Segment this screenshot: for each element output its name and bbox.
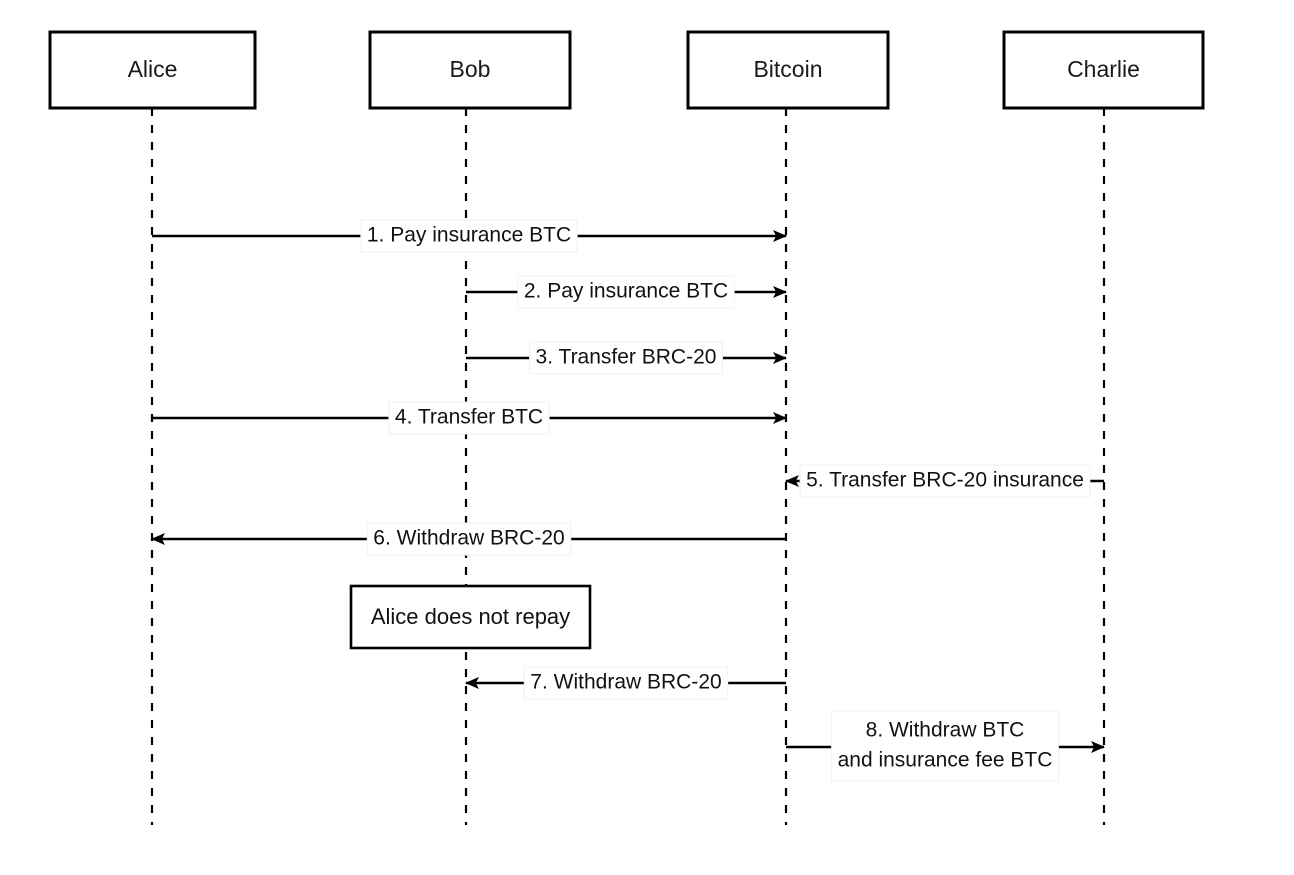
messages-layer: 1. Pay insurance BTC 2. Pay insurance BTC… [151, 219, 1105, 782]
participant-alice[interactable]: Alice [48, 30, 257, 110]
message-label-bg-3 [529, 341, 723, 375]
message-label-8-line1: 8. Withdraw BTC [866, 719, 1025, 742]
participant-label-alice: Alice [128, 56, 178, 82]
message-label-bg-1 [360, 219, 578, 253]
message-label-2: 2. Pay insurance BTC [524, 280, 728, 303]
message-8[interactable]: 8. Withdraw BTC and insurance fee BTC [786, 710, 1105, 782]
message-4[interactable]: 4. Transfer BTC [152, 401, 787, 435]
message-label-bg-4 [388, 401, 550, 435]
message-label-bg-2 [517, 275, 735, 309]
message-label-6: 6. Withdraw BRC-20 [373, 527, 564, 550]
participant-label-charlie: Charlie [1067, 56, 1140, 82]
participant-charlie[interactable]: Charlie [1002, 30, 1205, 110]
message-3[interactable]: 3. Transfer BRC-20 [466, 341, 787, 375]
note-0[interactable]: Alice does not repay [349, 584, 592, 650]
participant-box-bob [368, 30, 572, 110]
message-5[interactable]: 5. Transfer BRC-20 insurance [785, 464, 1104, 498]
participant-bob[interactable]: Bob [368, 30, 572, 110]
message-label-3: 3. Transfer BRC-20 [536, 346, 717, 369]
participant-bitcoin[interactable]: Bitcoin [686, 30, 890, 110]
message-label-7: 7. Withdraw BRC-20 [530, 671, 721, 694]
message-label-bg-6 [366, 522, 572, 556]
message-2[interactable]: 2. Pay insurance BTC [466, 275, 787, 309]
message-label-bg-5 [799, 464, 1091, 498]
message-label-bg-7 [523, 666, 729, 700]
message-6[interactable]: 6. Withdraw BRC-20 [151, 522, 786, 556]
message-1[interactable]: 1. Pay insurance BTC [152, 219, 787, 253]
note-label: Alice does not repay [371, 604, 570, 629]
message-label-4: 4. Transfer BTC [395, 406, 543, 429]
participant-box-alice [48, 30, 257, 110]
participant-box-bitcoin [686, 30, 890, 110]
message-label-5: 5. Transfer BRC-20 insurance [806, 469, 1084, 492]
participant-label-bitcoin: Bitcoin [753, 56, 822, 82]
participant-label-bob: Bob [450, 56, 491, 82]
participant-box-charlie [1002, 30, 1205, 110]
message-label-1: 1. Pay insurance BTC [367, 224, 571, 247]
note-box [349, 584, 592, 650]
message-label-bg-8 [831, 710, 1059, 782]
notes-layer: Alice does not repay [349, 584, 592, 650]
message-label-8-line2: and insurance fee BTC [838, 749, 1053, 772]
message-7[interactable]: 7. Withdraw BRC-20 [465, 666, 786, 700]
actors-layer: Alice Bob Bitcoin Charlie [48, 30, 1205, 110]
